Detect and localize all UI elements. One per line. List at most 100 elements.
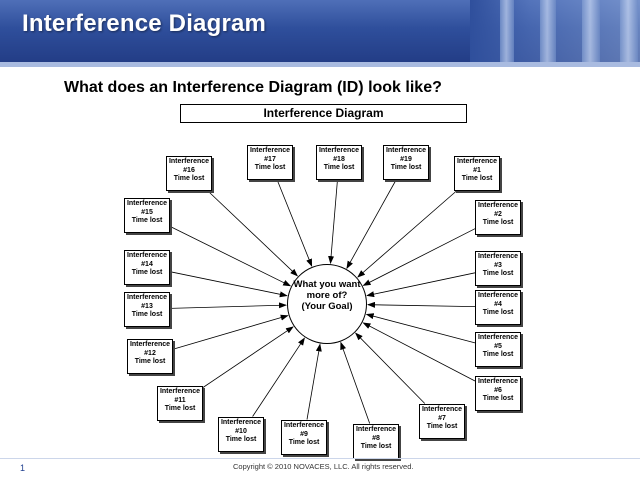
pillar-shape [582, 0, 600, 62]
interference-box-number: #10 [235, 427, 247, 435]
interference-box-value: Time lost [426, 423, 458, 430]
interference-arrow [367, 301, 476, 308]
interference-box-value: Time lost [225, 436, 257, 443]
interference-arrow [362, 228, 476, 286]
interference-box-label: Interference [421, 406, 463, 413]
interference-box-value: Time lost [254, 164, 286, 171]
interference-box-value: Time lost [134, 358, 166, 365]
interference-box-value: Time lost [482, 309, 514, 316]
interference-box-value: Time lost [323, 164, 355, 171]
interference-box-value: Time lost [390, 164, 422, 171]
interference-box-value: Time lost [173, 175, 205, 182]
interference-box-number: #16 [183, 166, 195, 174]
page-number: 1 [20, 463, 26, 473]
footer-divider [0, 458, 640, 459]
interference-box-number: #14 [141, 260, 153, 268]
interference-arrow [169, 302, 287, 309]
goal-circle: What you want more of? (Your Goal) [287, 264, 367, 344]
slide-title: Interference Diagram [22, 10, 267, 37]
interference-box-label: Interference [129, 341, 171, 348]
interference-box-value: Time lost [131, 269, 163, 276]
interference-box-number: #1 [473, 166, 481, 174]
interference-arrow [346, 179, 397, 270]
interference-box-label: Interference [249, 147, 291, 154]
goal-line-2: more of? [306, 290, 348, 301]
interference-arrow [362, 322, 476, 382]
interference-arrow [276, 179, 313, 267]
interference-box-number: #3 [494, 261, 502, 269]
interference-box-number: #15 [141, 208, 153, 216]
interference-box-label: Interference [477, 202, 519, 209]
interference-box-value: Time lost [288, 439, 320, 446]
interference-box-number: #7 [438, 414, 446, 422]
interference-box-label: Interference [168, 158, 210, 165]
pillar-shape [620, 0, 638, 62]
interference-arrow [328, 179, 338, 265]
interference-arrow [169, 271, 288, 298]
interference-box-number: #9 [300, 430, 308, 438]
slide-header: Interference Diagram [0, 0, 640, 62]
interference-box-label: Interference [126, 252, 168, 259]
interference-box-number: #4 [494, 300, 502, 308]
interference-box-value: Time lost [461, 175, 493, 182]
interference-arrow [366, 272, 476, 298]
interference-box-label: Interference [477, 334, 519, 341]
pillar-shape [540, 0, 556, 62]
interference-box-value: Time lost [482, 219, 514, 226]
interference-box-label: Interference [159, 388, 201, 395]
interference-box-label: Interference [456, 158, 498, 165]
goal-line-1: What you want [293, 279, 361, 290]
interference-box-number: #18 [333, 155, 345, 163]
interference-box-label: Interference [385, 147, 427, 154]
interference-box-value: Time lost [131, 217, 163, 224]
interference-box-number: #12 [144, 349, 156, 357]
interference-box-value: Time lost [482, 270, 514, 277]
interference-box-label: Interference [318, 147, 360, 154]
interference-box-label: Interference [477, 292, 519, 299]
interference-arrow [357, 190, 458, 278]
interference-box-label: Interference [477, 378, 519, 385]
pillar-shape [500, 0, 514, 62]
interference-box-label: Interference [355, 426, 397, 433]
interference-box-number: #19 [400, 155, 412, 163]
interference-box-value: Time lost [482, 395, 514, 402]
interference-box-label: Interference [283, 422, 325, 429]
header-building-photo [470, 0, 640, 62]
goal-line-3: (Your Goal) [301, 301, 353, 312]
interference-box-value: Time lost [360, 443, 392, 450]
interference-box-number: #6 [494, 386, 502, 394]
interference-box-number: #2 [494, 210, 502, 218]
interference-arrow [207, 190, 299, 277]
interference-box-label: Interference [477, 253, 519, 260]
interference-box-number: #8 [372, 434, 380, 442]
interference-box-value: Time lost [164, 405, 196, 412]
header-stripe [0, 62, 640, 67]
interference-box-number: #13 [141, 302, 153, 310]
interference-arrow [252, 337, 305, 417]
interference-box-number: #5 [494, 342, 502, 350]
diagram-title: Interference Diagram [180, 104, 467, 123]
interference-arrow [365, 313, 476, 344]
interference-box-value: Time lost [131, 311, 163, 318]
interference-box-label: Interference [220, 419, 262, 426]
interference-box-label: Interference [126, 294, 168, 301]
interference-box-label: Interference [126, 200, 168, 207]
